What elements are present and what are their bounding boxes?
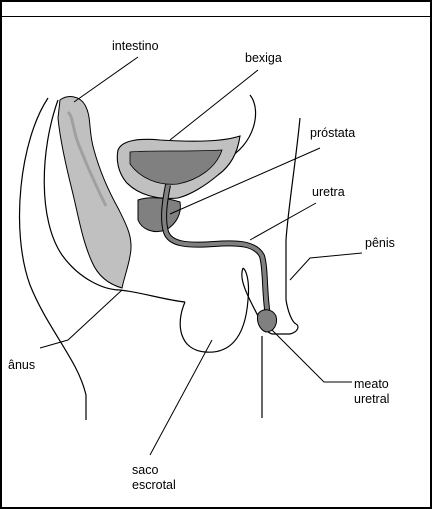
uretra-leader [250, 203, 316, 240]
abdomen-contour [286, 118, 300, 300]
penis-leader [290, 253, 362, 280]
saco-leader [150, 340, 212, 455]
label-anus: ânus [8, 358, 35, 372]
bexiga-leader [170, 70, 258, 140]
scrotum-contour [180, 268, 248, 352]
glans-shape [257, 310, 276, 332]
label-prostata: próstata [310, 126, 355, 140]
label-intestino: intestino [112, 39, 159, 53]
label-uretra: uretra [312, 185, 345, 199]
anus-leader [40, 290, 122, 348]
label-saco-line2: escrotal [132, 478, 176, 492]
intestine-shape [58, 97, 131, 288]
prostate-shape [138, 198, 180, 232]
label-penis: pênis [365, 236, 395, 250]
label-saco-line1: saco [132, 463, 158, 477]
intestino-leader [74, 57, 138, 102]
label-bexiga: bexiga [245, 51, 282, 65]
label-meato-line1: meato [354, 377, 389, 391]
label-meato-line2: uretral [354, 392, 389, 406]
meato-leader [272, 330, 352, 382]
perineum-contour [120, 290, 185, 302]
